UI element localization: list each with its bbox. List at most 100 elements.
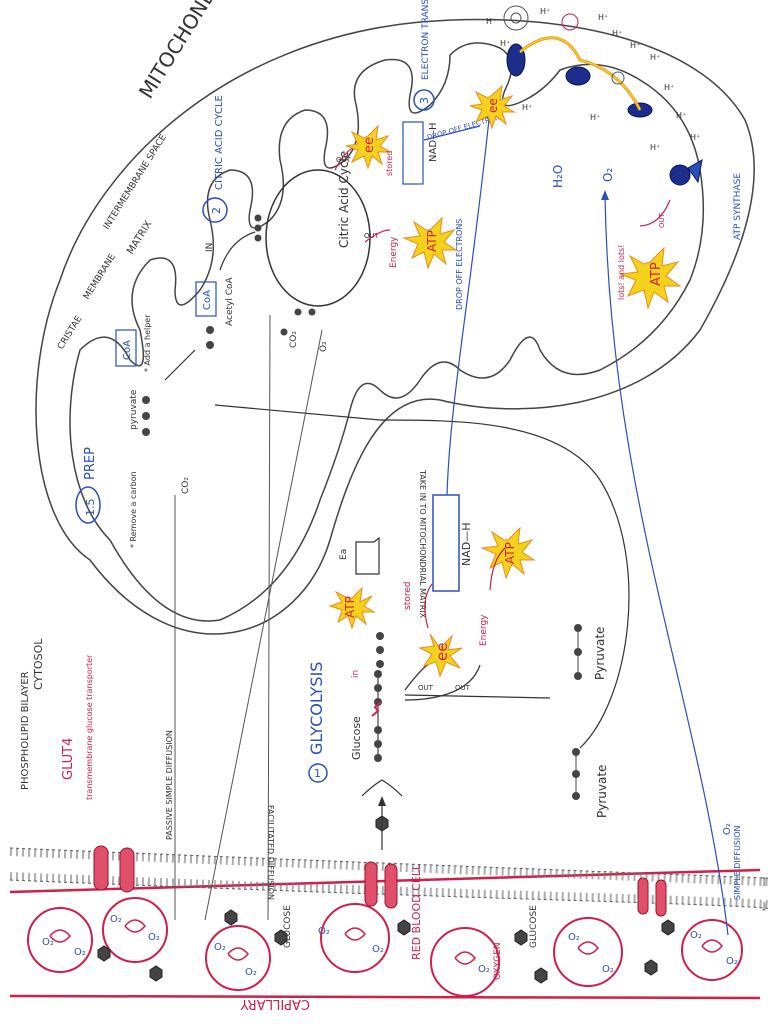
simple-diffusion-label: SIMPLE DIFFUSION <box>733 825 742 900</box>
mitochondrion <box>35 18 755 635</box>
svg-text:H⁺: H⁺ <box>590 113 600 122</box>
matrix-label: MATRIX <box>125 219 154 257</box>
lots-label: lots! and lots! <box>617 245 626 300</box>
cell-membrane: PHOSPHOLIPID BILAYER GLUT4 transmembrane… <box>9 654 768 917</box>
rbc-label: RED BLOOD CELL <box>410 863 423 960</box>
step1-title: GLYCOLYSIS <box>307 662 326 755</box>
glucose-label: GLUCOSE <box>283 905 293 948</box>
step15-number: 1.5 <box>84 499 97 517</box>
add-helper-label: * Add a helper <box>143 314 152 372</box>
nadh-label: NAD—H <box>428 122 439 162</box>
atp-starburst: ATP <box>328 586 376 630</box>
oxygen-label: OXYGEN <box>493 942 503 980</box>
atp-starburst: ATP <box>402 216 458 270</box>
stored-label: stored <box>403 582 413 610</box>
protein-complex <box>506 43 691 186</box>
energy-label: Energy <box>479 614 489 646</box>
ee-label: ee <box>486 98 500 113</box>
co2-label: CO₂ <box>289 331 299 348</box>
o2-label: O₂ <box>319 341 329 352</box>
h2o-label: H₂O <box>551 165 565 188</box>
o2-label: O₂ <box>722 823 733 835</box>
atp-synthase-label: ATP SYNTHASE <box>733 173 743 240</box>
out-label: OUT <box>336 156 352 164</box>
o2-label: O₂ <box>110 914 122 925</box>
svg-text:H⁺: H⁺ <box>612 29 622 38</box>
atp-label: ATP <box>649 262 664 286</box>
atp-in-label: in <box>351 670 361 678</box>
phospholipid-label: PHOSPHOLIPID BILAYER <box>20 671 31 790</box>
glut4-transporter <box>93 845 667 917</box>
coa-label: CoA <box>122 340 133 360</box>
facilitated-diffusion-label: FACILITATED DIFFUSION <box>266 805 275 900</box>
o2-label: O₂ <box>568 932 580 943</box>
step3-title: ELECTRON TRANSPORT CHAIN <box>421 0 431 80</box>
ee-label: ee <box>362 137 377 153</box>
glucose-chain-top <box>376 632 384 668</box>
electron-pair: ee <box>469 84 516 130</box>
capillary-label: CAPILLARY <box>240 996 310 1011</box>
svg-text:H⁺: H⁺ <box>650 143 660 152</box>
glut4-label: GLUT4 <box>61 738 76 780</box>
proton-labels: H⁺ H⁺ H⁺ H⁺ H⁺ H⁺ H⁺ H⁺ H⁺ H⁺ H⁺ H⁺ H⁺ <box>486 7 700 152</box>
pyruvate-label: Pyruvate <box>595 765 609 818</box>
electron-transport-chain: 3 ELECTRON TRANSPORT CHAIN ee H⁺ H⁺ H⁺ H… <box>413 0 743 310</box>
o2-etc-label: O₂ <box>601 168 615 182</box>
svg-text:H⁺: H⁺ <box>486 17 496 26</box>
o2-label: O₂ <box>372 944 384 955</box>
citric-acid-cycle: 2 CITRIC ACID CYCLE IN Citric Acid Cycle… <box>202 95 458 921</box>
hemoglobin-icon <box>49 919 723 965</box>
energy-diagram-icon: Ea <box>339 536 380 575</box>
glucose-label: GLUCOSE <box>529 905 539 948</box>
o2-label: O₂ <box>245 967 257 978</box>
electron-pair: ee <box>345 124 392 170</box>
intermembrane-label: INTERMEMBRANE SPACE <box>102 133 169 232</box>
pyruvate-molecule <box>572 624 582 800</box>
svg-text:H⁺: H⁺ <box>540 7 550 16</box>
nadh-label: NAD—H <box>460 523 473 567</box>
svg-text:H⁺: H⁺ <box>630 41 640 50</box>
out-label: OUT <box>658 212 666 228</box>
coa-label: CoA <box>202 290 213 310</box>
atp-label: ATP <box>503 542 517 564</box>
glucose-hexagon-icon <box>97 815 675 984</box>
outer-membrane <box>35 18 755 635</box>
o2-label: O₂ <box>42 937 54 948</box>
atp-starburst: ATP <box>619 246 682 310</box>
svg-text:H⁺: H⁺ <box>522 103 532 112</box>
cytosol-label: CYTOSOL <box>32 638 45 690</box>
glut4-desc: transmembrane glucose transporter <box>85 654 94 800</box>
o2-label: O₂ <box>74 947 86 958</box>
capillary: O₂ O₂ O₂ O₂ O₂ O₂ O₂ O₂ O₂ O₂ O₂ O₂ O₂ C… <box>9 815 761 1011</box>
atp-synthase-icon <box>687 159 703 184</box>
o2-label: O₂ <box>726 956 738 967</box>
o2-label: O₂ <box>148 932 160 943</box>
stored-label: stored <box>385 151 394 176</box>
step15-title: PREP <box>83 447 98 480</box>
cristae-label: CRISTAE <box>56 314 85 351</box>
in-label: IN <box>205 243 215 252</box>
svg-text:H⁺: H⁺ <box>676 111 686 120</box>
remove-carbon-label: * Remove a carbon <box>129 471 138 548</box>
ea-label: Ea <box>339 549 349 560</box>
acetyl-coa-label: Acetyl CoA <box>225 277 235 326</box>
inner-membrane-cristae <box>69 42 705 622</box>
svg-text:H⁺: H⁺ <box>500 39 510 48</box>
out-label: OUT <box>364 232 380 240</box>
atp-starburst: ATP <box>480 526 536 580</box>
step2-title: CITRIC ACID CYCLE <box>214 95 225 190</box>
energy-label: Energy <box>389 236 399 268</box>
glycolysis: 1 GLYCOLYSIS Glucose in ATP Ea OUT OUT e… <box>214 404 630 818</box>
pyruvate-prep-label: pyruvate <box>129 389 139 430</box>
take-in-label: TAKE IN TO MITOCHONDRIAL MATRIX <box>418 469 427 619</box>
o2-label: O₂ <box>690 930 702 941</box>
atp-label: ATP <box>425 230 439 252</box>
o2-label: O₂ <box>318 926 330 937</box>
nadh-box: NAD—H <box>432 494 473 592</box>
membrane-label: MEMBRANE <box>82 252 118 302</box>
svg-text:H⁺: H⁺ <box>650 53 660 62</box>
glucose-label: Glucose <box>350 716 363 760</box>
red-blood-cell <box>27 897 743 997</box>
co2-label: CO₂ <box>181 477 191 494</box>
